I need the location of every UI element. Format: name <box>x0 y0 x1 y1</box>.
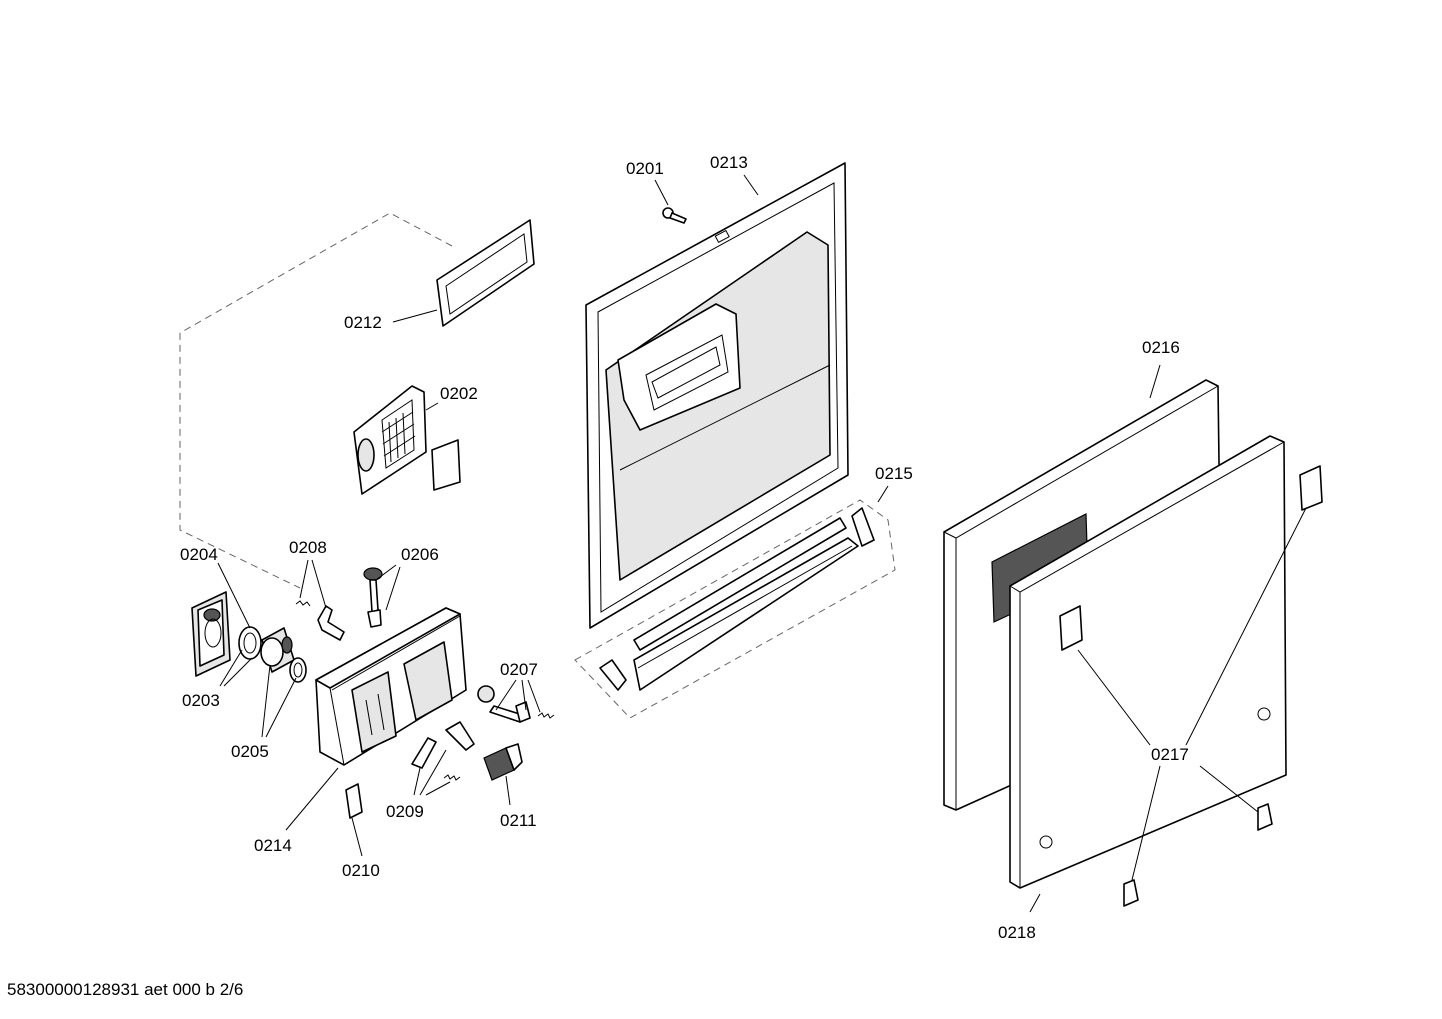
levers-0209 <box>411 721 475 781</box>
decor-panel-0218 <box>1009 435 1287 889</box>
label-0215: 0215 <box>875 464 913 483</box>
microswitch-0211 <box>483 743 523 781</box>
label-0210: 0210 <box>342 861 380 880</box>
label-0207: 0207 <box>500 660 538 679</box>
clip-0210 <box>345 783 363 819</box>
inner-door-panel-0213 <box>585 162 849 629</box>
screw-0201 <box>662 207 687 224</box>
label-0201: 0201 <box>626 159 664 178</box>
label-0208: 0208 <box>289 538 327 557</box>
plunger-0206 <box>363 567 383 628</box>
latch-spring-0208 <box>295 600 345 641</box>
label-0216: 0216 <box>1142 338 1180 357</box>
label-0204: 0204 <box>180 545 218 564</box>
ring-0203-inner <box>243 632 257 654</box>
label-0218: 0218 <box>998 923 1036 942</box>
switch-parts-0207 <box>477 685 555 723</box>
label-0209: 0209 <box>386 802 424 821</box>
label-0203: 0203 <box>182 691 220 710</box>
label-0213: 0213 <box>710 153 748 172</box>
door-rail-0215 <box>599 507 875 691</box>
hinge-parts-0217 <box>1123 465 1323 907</box>
knob-0205 <box>260 627 307 683</box>
dashed-assembly-outline-rail <box>574 499 896 719</box>
label-0217: 0217 <box>1151 745 1189 764</box>
dispenser-cover-0202 <box>353 385 461 495</box>
label-0202: 0202 <box>440 384 478 403</box>
document-id: 58300000128931 aet 000 b 2/6 <box>7 980 244 999</box>
leader-lines <box>217 174 1307 913</box>
label-0212: 0212 <box>344 313 382 332</box>
frame-gasket-0212 <box>436 219 535 327</box>
part-labels: 0201 0213 0212 0202 0216 0215 0204 0208 … <box>180 153 1189 942</box>
dashed-assembly-outline-left <box>179 212 453 589</box>
ring-0203 <box>238 626 262 660</box>
knob-plate-0204 <box>191 591 231 677</box>
label-0214: 0214 <box>254 836 292 855</box>
label-0211: 0211 <box>500 811 537 830</box>
label-0205: 0205 <box>231 742 269 761</box>
label-0206: 0206 <box>401 545 439 564</box>
dispenser-housing-0214 <box>315 607 467 766</box>
